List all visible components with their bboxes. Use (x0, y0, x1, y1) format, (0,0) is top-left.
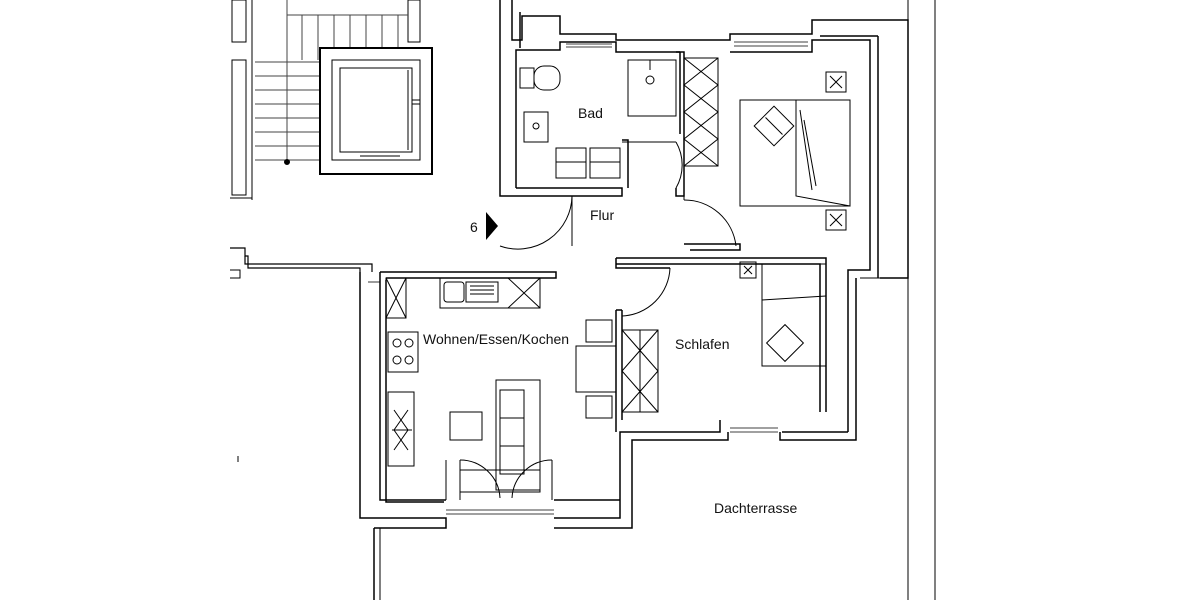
dining-set (575, 319, 617, 419)
room-label-wohnen: Wohnen/Essen/Kochen (423, 331, 569, 347)
washing-machine (555, 147, 587, 179)
sofa (495, 379, 541, 491)
shower (627, 59, 677, 117)
wardrobe-schlafen (621, 329, 659, 413)
room-label-schlafen: Schlafen (675, 336, 729, 352)
kitchen (385, 277, 541, 373)
entry-arrow-icon (486, 212, 498, 240)
living-furniture (387, 379, 541, 493)
dryer (589, 147, 621, 179)
stair-treads (255, 0, 408, 161)
interior-walls (516, 51, 827, 432)
double-bed (739, 71, 851, 231)
room-label-flur: Flur (590, 207, 614, 223)
terrace-outline (379, 0, 936, 600)
tv-unit (387, 391, 415, 467)
kitchen-sink (465, 281, 499, 303)
elevator-shaft (319, 47, 433, 175)
room-label-dachterrasse: Dachterrasse (714, 500, 797, 516)
toilet (533, 65, 561, 91)
bathroom-fixtures (519, 59, 677, 179)
stove (387, 331, 419, 373)
door-swings (445, 141, 737, 500)
entry-marker (486, 212, 498, 240)
stairwell (230, 0, 433, 200)
room-label-bad: Bad (578, 105, 603, 121)
corridor-wall (230, 247, 373, 279)
single-bed (739, 261, 827, 367)
apartment-walls (359, 0, 909, 600)
windows (368, 41, 808, 515)
bathroom-sink (523, 111, 549, 143)
unit-number: 6 (470, 219, 478, 235)
wardrobe-bedroom (683, 57, 719, 167)
coffee-table (449, 411, 483, 441)
